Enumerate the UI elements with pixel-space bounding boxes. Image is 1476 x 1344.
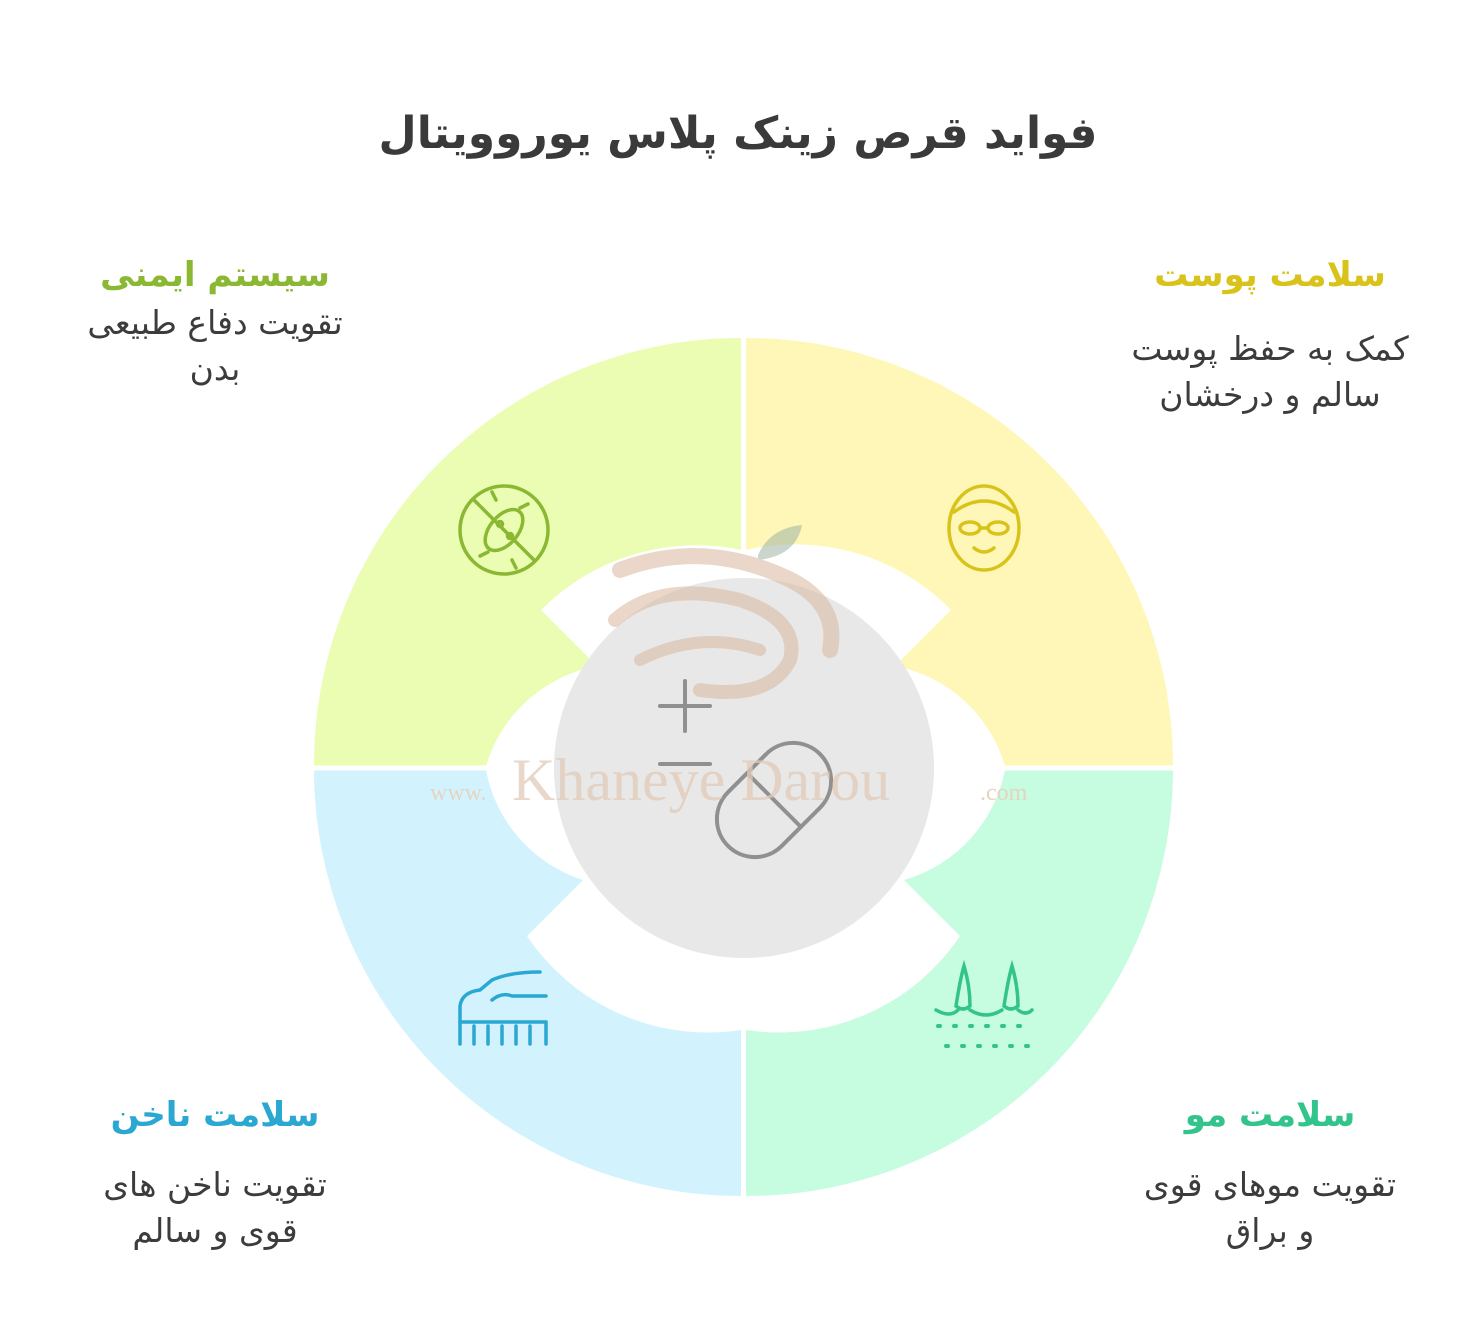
nail-description: تقویت ناخن های قوی و سالم xyxy=(40,1162,390,1254)
immune-title: سیستم ایمنی xyxy=(100,255,330,295)
immune-description: تقویت دفاع طبیعی بدن xyxy=(40,300,390,392)
watermark-name: Khaneye Darou xyxy=(512,747,890,813)
nail-title: سلامت ناخن xyxy=(110,1095,320,1135)
hair-description: تقویت موهای قوی و براق xyxy=(1090,1162,1450,1254)
hair-desc-line2: و براق xyxy=(1225,1211,1315,1250)
plus-icon xyxy=(658,679,712,733)
skin-desc-line2: سالم و درخشان xyxy=(1159,375,1381,414)
immune-desc-line2: بدن xyxy=(189,349,241,388)
center-circle xyxy=(554,578,934,958)
immune-desc-line1: تقویت دفاع طبیعی xyxy=(87,303,343,342)
hair-title: سلامت مو xyxy=(1184,1095,1356,1135)
nail-desc-line1: تقویت ناخن های xyxy=(103,1165,327,1204)
segment-nail xyxy=(314,770,741,1197)
watermark-suffix: .com xyxy=(980,780,1028,806)
hair-desc-line1: تقویت موهای قوی xyxy=(1143,1165,1397,1204)
label-hair: سلامت مو تقویت موهای قوی و براق xyxy=(1090,1090,1450,1254)
label-nail: سلامت ناخن تقویت ناخن های قوی و سالم xyxy=(40,1090,390,1254)
skin-description: کمک به حفظ پوست سالم و درخشان xyxy=(1090,326,1450,418)
segment-skin xyxy=(746,338,1174,766)
skin-desc-line1: کمک به حفظ پوست xyxy=(1131,329,1409,368)
pill-icon xyxy=(714,740,834,860)
face-mask-icon xyxy=(947,484,1021,572)
page-title: فواید قرص زینک پلاس یوروویتال xyxy=(378,108,1098,159)
hair-follicle-icon xyxy=(934,959,1034,1048)
nail-desc-line2: قوی و سالم xyxy=(132,1211,298,1250)
label-skin: سلامت پوست کمک به حفظ پوست سالم و درخشان xyxy=(1090,250,1450,418)
label-immune: سیستم ایمنی تقویت دفاع طبیعی بدن xyxy=(40,250,390,392)
watermark-logo xyxy=(608,525,840,699)
skin-title: سلامت پوست xyxy=(1154,255,1386,295)
watermark-prefix: www. xyxy=(430,780,486,806)
hand-manicure-icon xyxy=(458,970,548,1046)
virus-blocked-icon xyxy=(458,484,550,576)
